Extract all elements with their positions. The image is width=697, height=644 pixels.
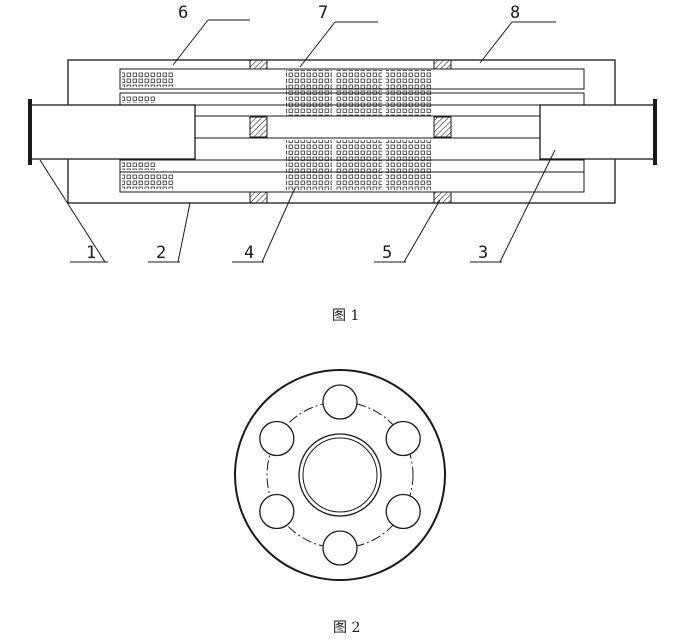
bolt-hole <box>259 493 295 530</box>
perforations-center-top <box>286 70 332 116</box>
perforations-left-bottom <box>122 174 174 189</box>
seal-right-top <box>433 59 452 70</box>
label-5: 5 <box>382 243 392 263</box>
label-2: 2 <box>156 243 166 263</box>
center-bore-inner <box>302 437 378 513</box>
label-8: 8 <box>510 3 520 23</box>
perforations-center-bottom <box>286 140 332 190</box>
bolt-hole <box>385 493 421 530</box>
bolt-hole <box>259 420 295 457</box>
label-1: 1 <box>86 243 96 263</box>
seal-left-bottom <box>249 191 268 204</box>
perforations-center-bottom-3 <box>386 140 432 190</box>
label-4: 4 <box>244 243 254 263</box>
perforations-left-lower <box>122 162 156 170</box>
inlet-flange <box>28 99 32 165</box>
leaders-top <box>172 19 556 68</box>
outlet-flange <box>653 99 657 165</box>
bolt-hole <box>385 420 421 457</box>
flange-outer-circle <box>234 369 446 581</box>
perforations-center-bottom-2 <box>336 140 382 190</box>
center-bore-outer <box>298 433 382 517</box>
perforations-center-top-3 <box>386 70 432 116</box>
label-7: 7 <box>318 3 328 23</box>
bolt-hole <box>322 530 358 566</box>
outlet-pipe <box>539 104 656 160</box>
label-3: 3 <box>478 243 488 263</box>
perforations-left-upper <box>122 95 156 103</box>
figure-1: 6 7 8 1 2 4 5 3 图 1 <box>28 3 657 324</box>
seal-right-bottom <box>433 191 452 204</box>
bolt-hole <box>322 384 358 420</box>
bolt-circle <box>266 401 414 549</box>
label-6: 6 <box>178 3 188 23</box>
perforations-left-top <box>122 72 174 87</box>
inlet-pipe <box>29 104 196 160</box>
figure-2: 图 2 <box>234 369 446 636</box>
figure-1-caption: 图 1 <box>332 308 359 324</box>
seal-left-mid <box>249 116 268 138</box>
figure-2-caption: 图 2 <box>333 620 360 636</box>
seal-left-top <box>249 59 268 70</box>
leaders-bottom <box>39 149 556 263</box>
seal-right-mid <box>433 116 452 138</box>
perforations-center-top-2 <box>336 70 382 116</box>
bolt-holes <box>259 384 421 566</box>
